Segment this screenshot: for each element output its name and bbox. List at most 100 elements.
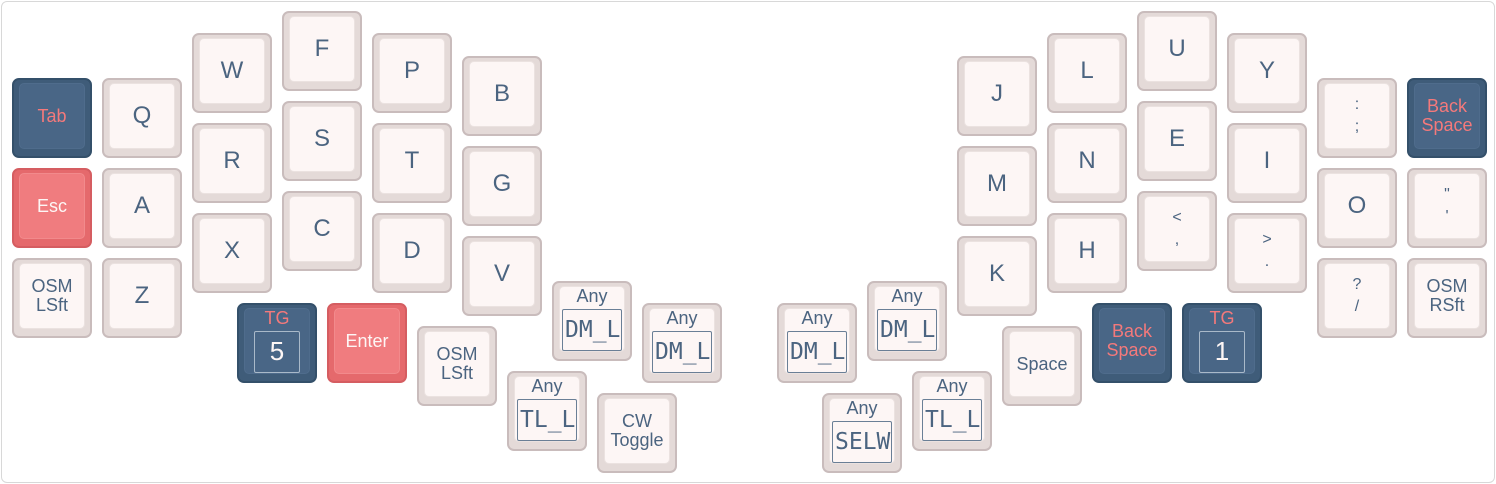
key-t: T	[372, 123, 452, 203]
key-layer-number: 1	[1199, 330, 1245, 373]
key-n: N	[1047, 123, 1127, 203]
key-label: Esc	[36, 195, 67, 216]
key-label: X	[223, 237, 240, 265]
key-shift-label: :	[1354, 96, 1360, 114]
key-w: W	[192, 33, 272, 113]
key-o: O	[1317, 168, 1397, 248]
key-tg5: TG 5	[237, 303, 317, 383]
key-label-line2: Space	[1421, 115, 1473, 135]
key-e: E	[1137, 101, 1217, 181]
key-any-label: Any	[666, 308, 698, 329]
key-k: K	[957, 236, 1037, 316]
key-label-line2: RSft	[1429, 295, 1465, 315]
key-any-value: DM_L	[787, 330, 847, 373]
key-l: L	[1047, 33, 1127, 113]
key-label-line1: Back	[1426, 96, 1468, 117]
key-any-label: Any	[531, 376, 563, 397]
key-any-value: DM_L	[562, 308, 622, 351]
key-label: P	[403, 57, 420, 85]
key-label: Tab	[37, 105, 67, 126]
key-tg1: TG 1	[1182, 303, 1262, 383]
key-base-label: /	[1354, 298, 1360, 315]
key-shift-label: >	[1262, 231, 1272, 249]
key-osm-rsft: OSM RSft	[1407, 258, 1487, 338]
key-z: Z	[102, 258, 182, 338]
key-any-dm: Any DM_L	[642, 303, 722, 383]
key-f: F	[282, 11, 362, 91]
key-label: U	[1168, 35, 1186, 63]
key-dot: > .	[1227, 213, 1307, 293]
key-quote: " '	[1407, 168, 1487, 248]
key-any-label: Any	[846, 398, 878, 419]
key-space: Space	[1002, 326, 1082, 406]
key-backspace-thumb: Back Space	[1092, 303, 1172, 383]
key-enter: Enter	[327, 303, 407, 383]
key-s: S	[282, 101, 362, 181]
key-b: B	[462, 56, 542, 136]
key-c: C	[282, 191, 362, 271]
key-label: Enter	[345, 330, 389, 351]
key-hold-label: TG	[1209, 308, 1235, 328]
key-base-label: ,	[1174, 231, 1180, 248]
key-layer-number: 5	[254, 330, 300, 373]
key-tab: Tab	[12, 78, 92, 158]
key-label: L	[1080, 57, 1094, 85]
key-slash: ? /	[1317, 258, 1397, 338]
key-any-dm: Any DM_L	[777, 303, 857, 383]
key-any-label: Any	[576, 286, 608, 307]
key-label: Space	[1016, 353, 1068, 374]
key-label: Q	[132, 102, 152, 130]
key-d: D	[372, 213, 452, 293]
key-osm-lsft-thumb: OSM LSft	[417, 326, 497, 406]
key-label-line1: Back	[1111, 321, 1153, 342]
key-label: S	[313, 125, 330, 153]
key-i: I	[1227, 123, 1307, 203]
key-cw-toggle: CW Toggle	[597, 393, 677, 473]
key-label: J	[991, 80, 1003, 108]
key-x: X	[192, 213, 272, 293]
key-any-value: TL_L	[922, 398, 982, 441]
key-label: O	[1347, 192, 1367, 220]
key-osm-lsft: OSM LSft	[12, 258, 92, 338]
key-label-line2: LSft	[440, 363, 474, 383]
key-label-line2: Toggle	[610, 430, 664, 450]
key-label: K	[988, 260, 1005, 288]
key-label-line2: LSft	[35, 295, 69, 315]
key-any-tl: Any TL_L	[507, 371, 587, 451]
key-u: U	[1137, 11, 1217, 91]
key-a: A	[102, 168, 182, 248]
key-esc: Esc	[12, 168, 92, 248]
key-label-line1: OSM	[1426, 276, 1468, 297]
key-label: I	[1263, 147, 1271, 175]
key-label-line1: OSM	[31, 276, 73, 297]
key-any-value: DM_L	[652, 330, 712, 373]
key-hold-label: TG	[264, 308, 290, 328]
key-shift-label: ?	[1352, 276, 1362, 294]
key-r: R	[192, 123, 272, 203]
key-label: R	[223, 147, 241, 175]
key-label: Y	[1258, 57, 1275, 85]
key-shift-label: "	[1444, 186, 1450, 204]
key-any-label: Any	[891, 286, 923, 307]
key-m: M	[957, 146, 1037, 226]
key-label: G	[492, 170, 512, 198]
key-label: F	[314, 35, 330, 63]
key-any-label: Any	[936, 376, 968, 397]
key-any-label: Any	[801, 308, 833, 329]
key-base-label: '	[1445, 208, 1449, 225]
key-base-label: ;	[1354, 118, 1360, 135]
key-label-line1: OSM	[436, 344, 478, 365]
key-label: A	[133, 192, 150, 220]
key-label: V	[493, 260, 510, 288]
key-any-value: DM_L	[877, 308, 937, 351]
key-any-dm: Any DM_L	[867, 281, 947, 361]
key-any-tl: Any TL_L	[912, 371, 992, 451]
key-base-label: .	[1264, 253, 1270, 270]
key-backspace: Back Space	[1407, 78, 1487, 158]
key-label: W	[220, 57, 244, 85]
key-label: M	[987, 170, 1007, 198]
key-label: H	[1078, 237, 1096, 265]
key-label: B	[493, 80, 510, 108]
key-comma: < ,	[1137, 191, 1217, 271]
key-label-line2: Space	[1106, 340, 1158, 360]
